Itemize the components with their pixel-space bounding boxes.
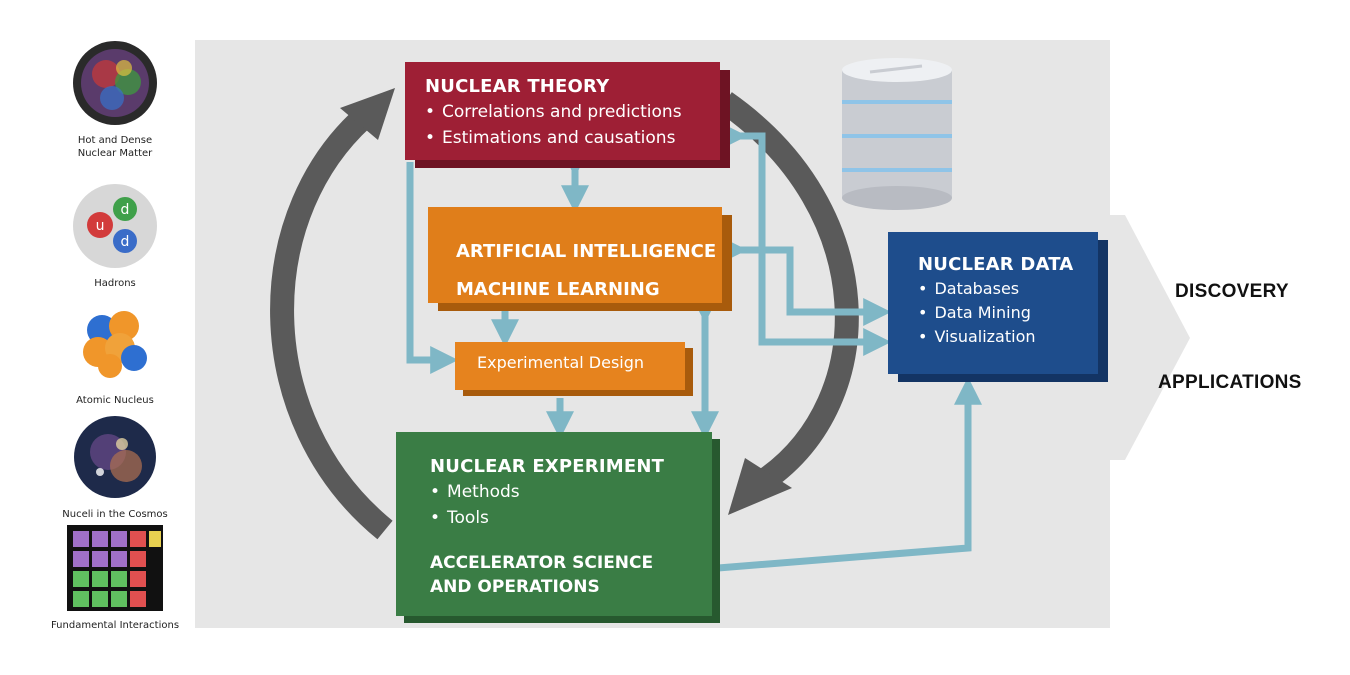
quark-u: [87, 212, 113, 238]
experimental-design-block: Experimental Design: [455, 342, 685, 390]
nuclear-data-block: NUCLEAR DATA Databases Data Mining Visua…: [888, 232, 1098, 374]
nuclear-experiment-block: NUCLEAR EXPERIMENT Methods Tools ACCELER…: [396, 432, 712, 616]
atomic-nucleus-icon: [83, 311, 147, 378]
quark-gluon-plasma-icon: [73, 41, 157, 125]
sidebar-label: Nuceli in the Cosmos: [62, 509, 168, 520]
particle-grid-icon: [67, 525, 163, 611]
connector-ai-data: [719, 236, 892, 326]
database-icon: [842, 58, 952, 210]
data-item: Visualization: [918, 325, 1098, 349]
accelerator-science-title: ACCELERATOR SCIENCE AND OPERATIONS: [430, 553, 654, 597]
ai-ml-block: ARTIFICIAL INTELLIGENCE MACHINE LEARNING: [428, 207, 722, 303]
sidebar-item-atomic-nucleus: Atomic Nucleus: [40, 300, 190, 407]
sidebar-item-hot-dense-matter: Hot and Dense Nuclear Matter: [40, 40, 190, 160]
theory-item: Correlations and predictions: [425, 99, 720, 125]
discovery-label: DISCOVERY: [1175, 281, 1289, 302]
ai-title: ARTIFICIAL INTELLIGENCE: [456, 241, 717, 262]
sidebar-label: Hot and Dense Nuclear Matter: [77, 135, 153, 159]
connector-experiment-data: [717, 376, 982, 572]
nuclear-experiment-title: NUCLEAR EXPERIMENT: [430, 456, 665, 477]
ml-title: MACHINE LEARNING: [456, 279, 660, 300]
sidebar-label: Hadrons: [94, 278, 136, 289]
nuclear-data-title: NUCLEAR DATA: [918, 254, 1074, 275]
sidebar-label: Fundamental Interactions: [50, 620, 180, 631]
quark-d-top: [113, 197, 137, 221]
data-item: Data Mining: [918, 301, 1098, 325]
connector-theory-design: [406, 162, 459, 374]
experiment-item: Methods: [430, 479, 712, 505]
nuclear-theory-title: NUCLEAR THEORY: [425, 76, 610, 97]
nuclear-theory-block: NUCLEAR THEORY Correlations and predicti…: [405, 62, 720, 160]
data-item: Databases: [918, 277, 1098, 301]
sidebar-label: Atomic Nucleus: [76, 395, 154, 406]
sidebar-item-hadrons: u d d Hadrons: [40, 183, 190, 290]
svg-text:d: d: [121, 202, 130, 218]
quark-d-bottom: [113, 229, 137, 253]
cosmos-icon: [74, 416, 156, 498]
cycle-arrow-left: [270, 88, 395, 540]
sidebar-item-fundamental-interactions: Fundamental Interactions: [40, 525, 190, 632]
hadron-icon: u d d: [73, 184, 157, 268]
svg-text:d: d: [121, 234, 130, 250]
experimental-design-label: Experimental Design: [477, 353, 645, 372]
svg-text:u: u: [96, 218, 105, 234]
applications-label: APPLICATIONS: [1158, 372, 1302, 393]
sidebar-item-cosmos: Nuceli in the Cosmos: [40, 414, 190, 521]
theory-item: Estimations and causations: [425, 125, 720, 151]
experiment-item: Tools: [430, 505, 712, 531]
